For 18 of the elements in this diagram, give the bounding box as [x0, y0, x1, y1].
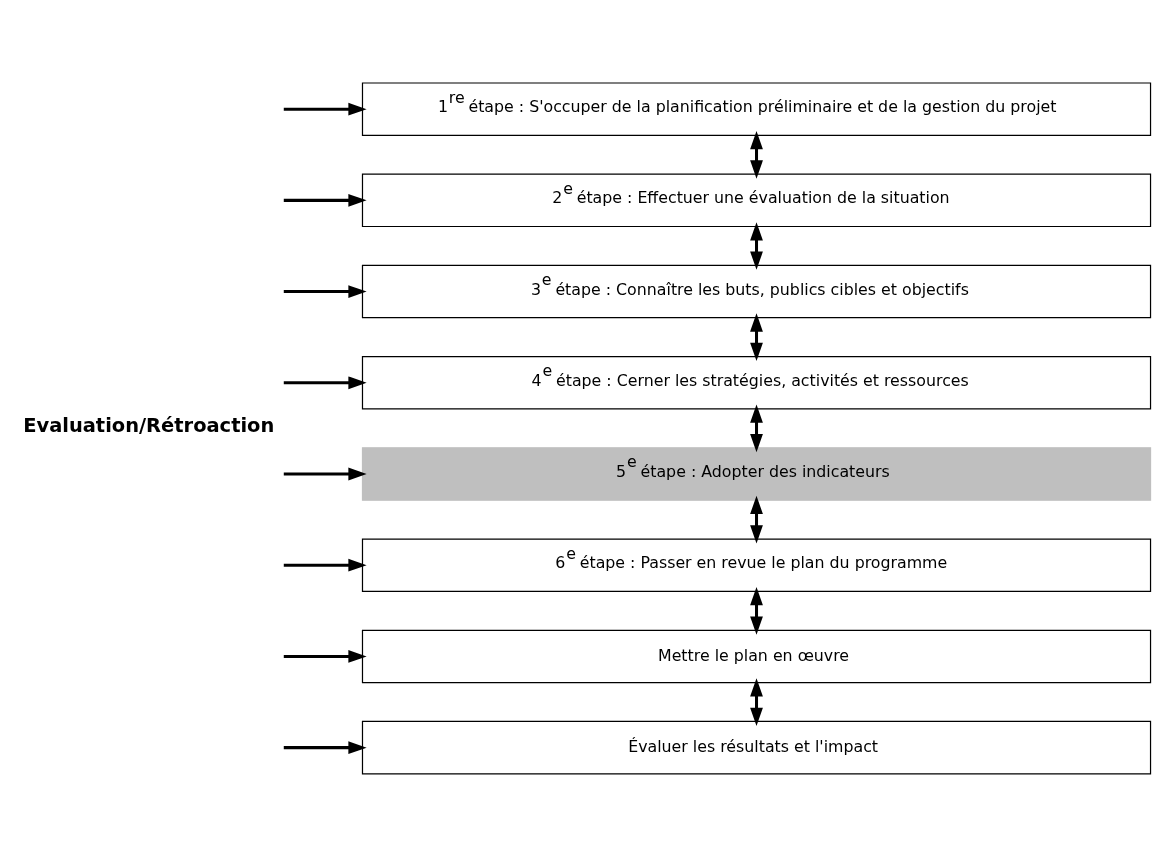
arrow — [750, 586, 763, 635]
arrow — [750, 221, 763, 270]
arrow — [750, 677, 763, 726]
arrow — [750, 495, 763, 543]
arrow — [283, 740, 367, 754]
arrow — [750, 404, 763, 452]
arrow — [283, 467, 367, 480]
arrow — [283, 558, 367, 572]
node-box: Évaluer les résultats et l'impact — [361, 720, 1152, 774]
node-box: Mettre le plan en œuvre — [361, 629, 1152, 683]
arrow — [283, 375, 367, 389]
arrow — [750, 130, 763, 179]
arrow — [750, 312, 763, 361]
arrow — [283, 284, 367, 298]
arrow — [283, 649, 367, 663]
arrow — [283, 193, 367, 207]
arrow — [283, 102, 367, 116]
node-text: Evaluation/Rétroaction — [23, 413, 275, 437]
